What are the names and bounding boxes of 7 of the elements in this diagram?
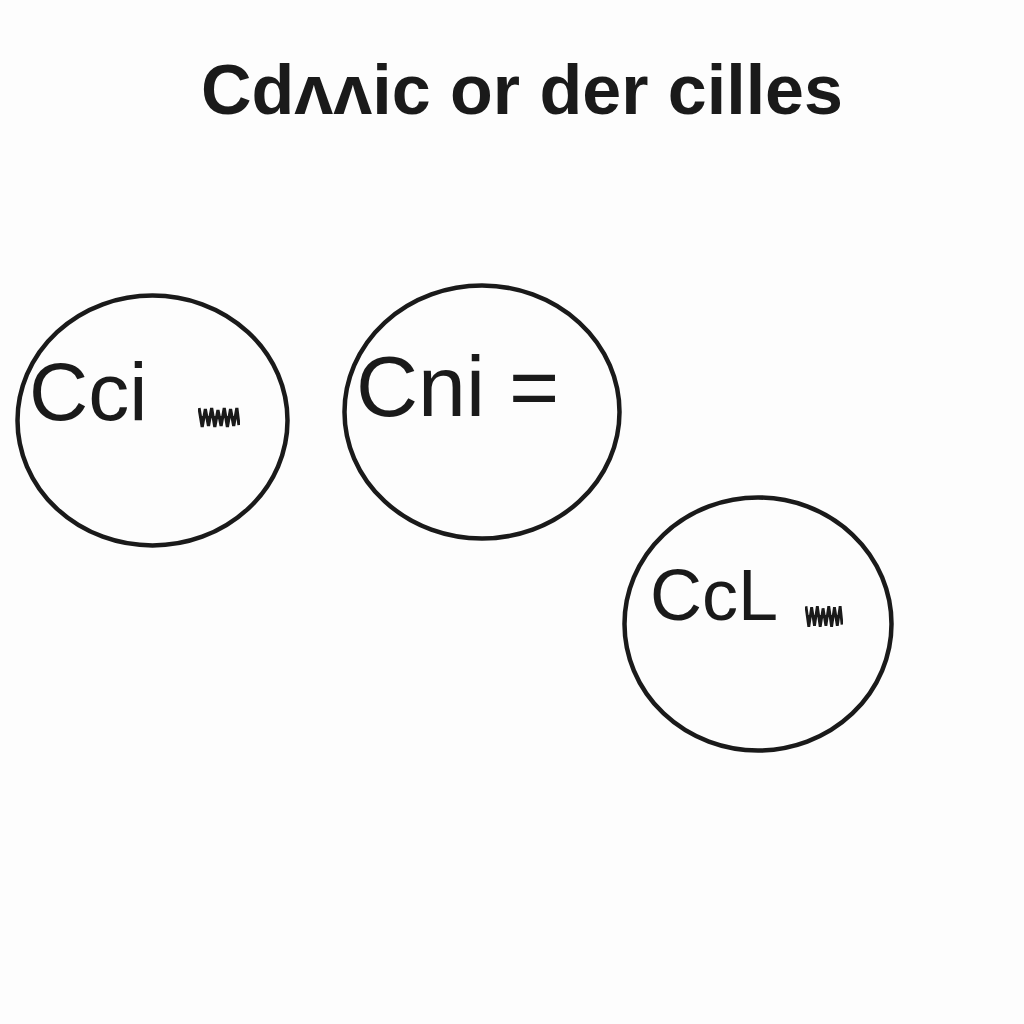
circle-node: [622, 495, 894, 753]
node-label: Cci: [29, 351, 148, 433]
title: Cdʌʌic or der cilles: [201, 52, 843, 129]
circle-node: [15, 293, 290, 548]
node-label: CcL: [650, 559, 779, 631]
node-label: Cni =: [356, 343, 560, 429]
circle-node: [342, 283, 622, 541]
